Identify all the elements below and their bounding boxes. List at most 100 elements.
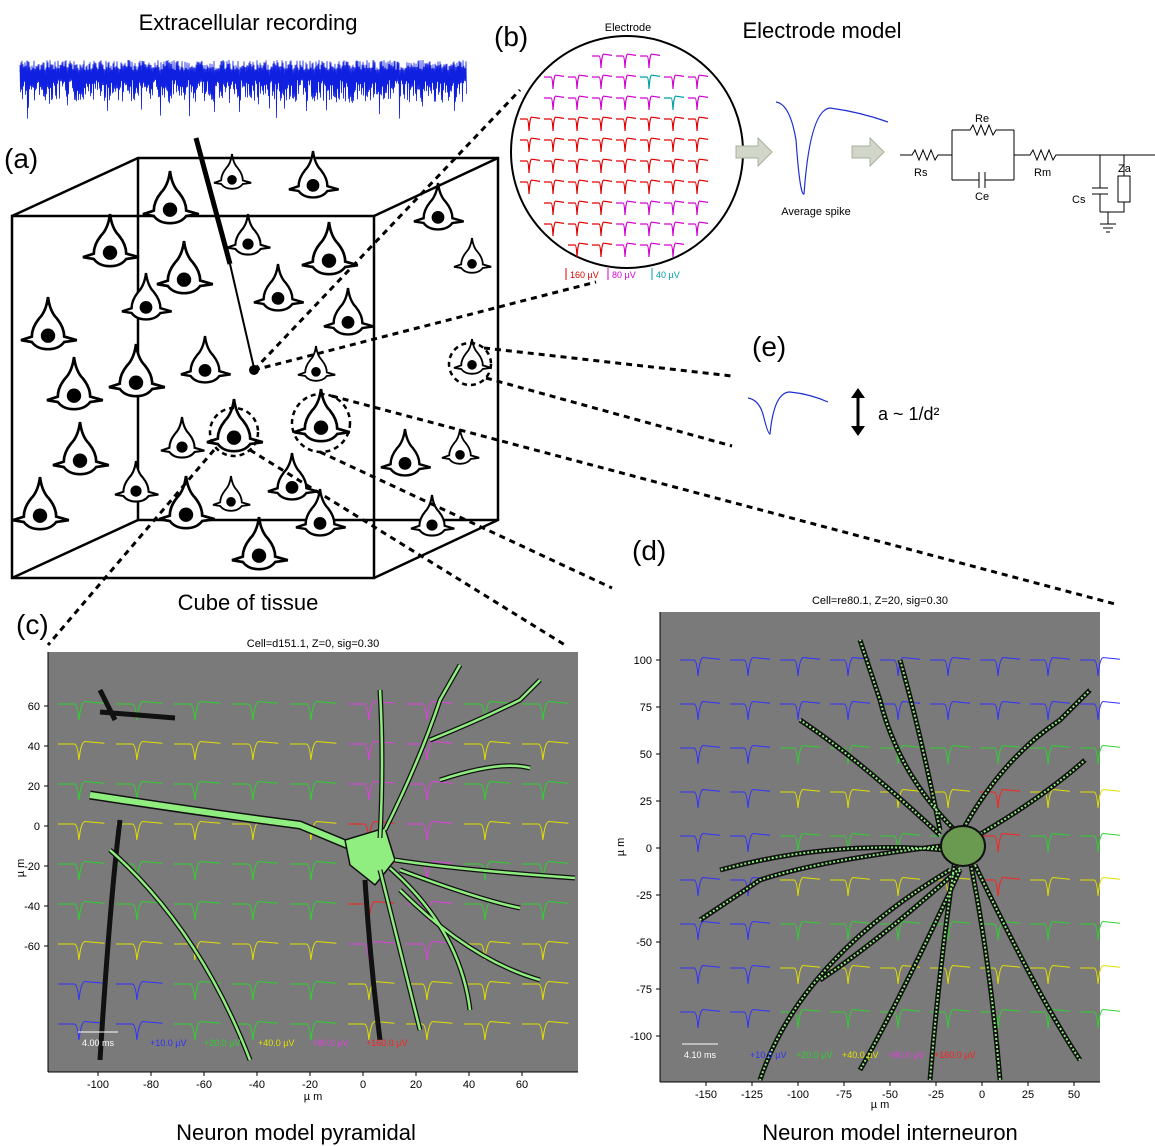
x-tick-label: -75	[836, 1089, 852, 1101]
svg-text:4.10 ms: 4.10 ms	[684, 1050, 717, 1060]
scale-160: 160 µV	[570, 270, 599, 280]
neuron-icon	[225, 212, 272, 256]
y-tick-label: 40	[28, 741, 40, 753]
y-tick-label: 20	[28, 781, 40, 793]
svg-text:+20.0 µV: +20.0 µV	[204, 1038, 240, 1048]
electrode-surface	[510, 35, 744, 269]
neuron-icon	[292, 387, 352, 443]
x-tick-label: -100	[87, 1079, 109, 1091]
neuron-icon	[107, 342, 167, 398]
neuron-icon	[266, 451, 319, 501]
x-tick-label: 40	[463, 1079, 475, 1091]
electrode-spike-grid	[520, 53, 709, 258]
cube-caption: Cube of tissue	[178, 590, 319, 615]
svg-text:+80.0 µV: +80.0 µV	[888, 1050, 924, 1060]
electrode-label: Electrode	[605, 22, 651, 34]
plot-c-spike-grid	[58, 701, 569, 1041]
scale-40: 40 µV	[656, 270, 680, 280]
x-tick-label: -25	[928, 1089, 944, 1101]
neuron-icon	[379, 427, 432, 477]
x-tick-label: -20	[302, 1079, 318, 1091]
plot-c-axes	[47, 652, 578, 1073]
neuron-icon	[453, 237, 493, 274]
average-spike-label: Average spike	[781, 206, 851, 218]
svg-text:Za: Za	[1118, 163, 1132, 175]
neuron-icon	[120, 271, 173, 321]
y-tick-label: 0	[646, 843, 652, 855]
neuron-icon	[11, 475, 71, 531]
plot-c-ylabel: µ m	[15, 859, 27, 878]
pyramidal-caption: Neuron model pyramidal	[176, 1120, 416, 1145]
plot-d-xlabel: µ m	[871, 1099, 890, 1111]
extracellular-title: Extracellular recording	[139, 10, 358, 35]
neuron-icon	[19, 295, 79, 351]
flow-arrows	[735, 136, 885, 168]
x-tick-label: 0	[360, 1079, 366, 1091]
neuron-icon	[412, 181, 465, 231]
neuron-icon	[179, 334, 232, 384]
dashed-connectors	[46, 88, 1116, 647]
svg-text:+10.0 µV: +10.0 µV	[750, 1050, 786, 1060]
y-tick-label: 25	[640, 796, 652, 808]
svg-text:4.00 ms: 4.00 ms	[82, 1038, 115, 1048]
extracellular-trace	[19, 59, 467, 119]
x-tick-label: -60	[196, 1079, 212, 1091]
x-tick-label: -50	[882, 1089, 898, 1101]
neuron-icon	[81, 212, 141, 268]
plot-d-ylabel: µ m	[615, 838, 627, 857]
svg-text:+20.0 µV: +20.0 µV	[796, 1050, 832, 1060]
plot-d-spike-grid	[680, 657, 1121, 1029]
svg-text:+10.0 µV: +10.0 µV	[150, 1038, 186, 1048]
neuron-icon	[252, 262, 305, 312]
svg-text:Rs: Rs	[914, 167, 928, 179]
neuron-icon	[45, 355, 105, 411]
y-tick-label: -50	[636, 937, 652, 949]
y-tick-label: 60	[28, 701, 40, 713]
x-tick-label: 20	[410, 1079, 422, 1091]
y-tick-label: -75	[636, 984, 652, 996]
panel-label-e: (e)	[752, 331, 786, 362]
interneuron-caption: Neuron model interneuron	[762, 1120, 1018, 1145]
neuron-icon	[155, 239, 215, 295]
plot-c-xlabel: µ m	[304, 1091, 323, 1103]
svg-text:+40.0 µV: +40.0 µV	[258, 1038, 294, 1048]
panel-label-b: (b)	[494, 21, 528, 52]
y-tick-label: -25	[636, 890, 652, 902]
electrode-circuit	[900, 123, 1155, 233]
x-tick-label: -125	[741, 1089, 763, 1101]
svg-text:Rm: Rm	[1034, 167, 1051, 179]
plot-d-title: Cell=re80.1, Z=20, sig=0.30	[812, 595, 948, 607]
neuron-icon	[159, 415, 206, 459]
neuron-icon	[230, 515, 290, 571]
svg-text:Ce: Ce	[975, 191, 989, 203]
neuron-icon	[212, 475, 252, 512]
average-spike-trace	[775, 101, 889, 195]
neuron-icon	[322, 286, 375, 336]
svg-text:Cs: Cs	[1072, 194, 1086, 206]
plot-d-axes	[659, 612, 1100, 1083]
x-tick-label: -100	[787, 1089, 809, 1101]
decay-spike-trace	[747, 391, 829, 435]
electrode-scale: 160 µV 80 µV 40 µV	[565, 268, 680, 280]
circuit-labels: Re Rs Ce Rm Cs Za	[914, 113, 1132, 206]
x-tick-label: 50	[1068, 1089, 1080, 1101]
decay-formula: a ~ 1/d²	[878, 404, 940, 424]
x-tick-label: 25	[1022, 1089, 1034, 1101]
neuron-icon	[51, 420, 111, 476]
y-tick-label: -40	[24, 901, 40, 913]
y-tick-label: -60	[24, 941, 40, 953]
decay-arrow	[851, 388, 865, 436]
neuron-icon	[113, 459, 160, 503]
svg-text:+160.0 µV: +160.0 µV	[934, 1050, 975, 1060]
panel-label-c: (c)	[16, 609, 49, 640]
y-tick-label: 50	[640, 749, 652, 761]
neuron-icon	[300, 220, 360, 276]
neuron-icon	[141, 169, 201, 225]
panel-label-a: (a)	[4, 143, 38, 174]
pyramidal-neuron-morphology	[89, 663, 576, 1061]
plot-d-legend: 4.10 ms +10.0 µV +20.0 µV +40.0 µV +80.0…	[682, 1043, 975, 1060]
x-tick-label: 60	[516, 1079, 528, 1091]
y-tick-label: -20	[24, 861, 40, 873]
